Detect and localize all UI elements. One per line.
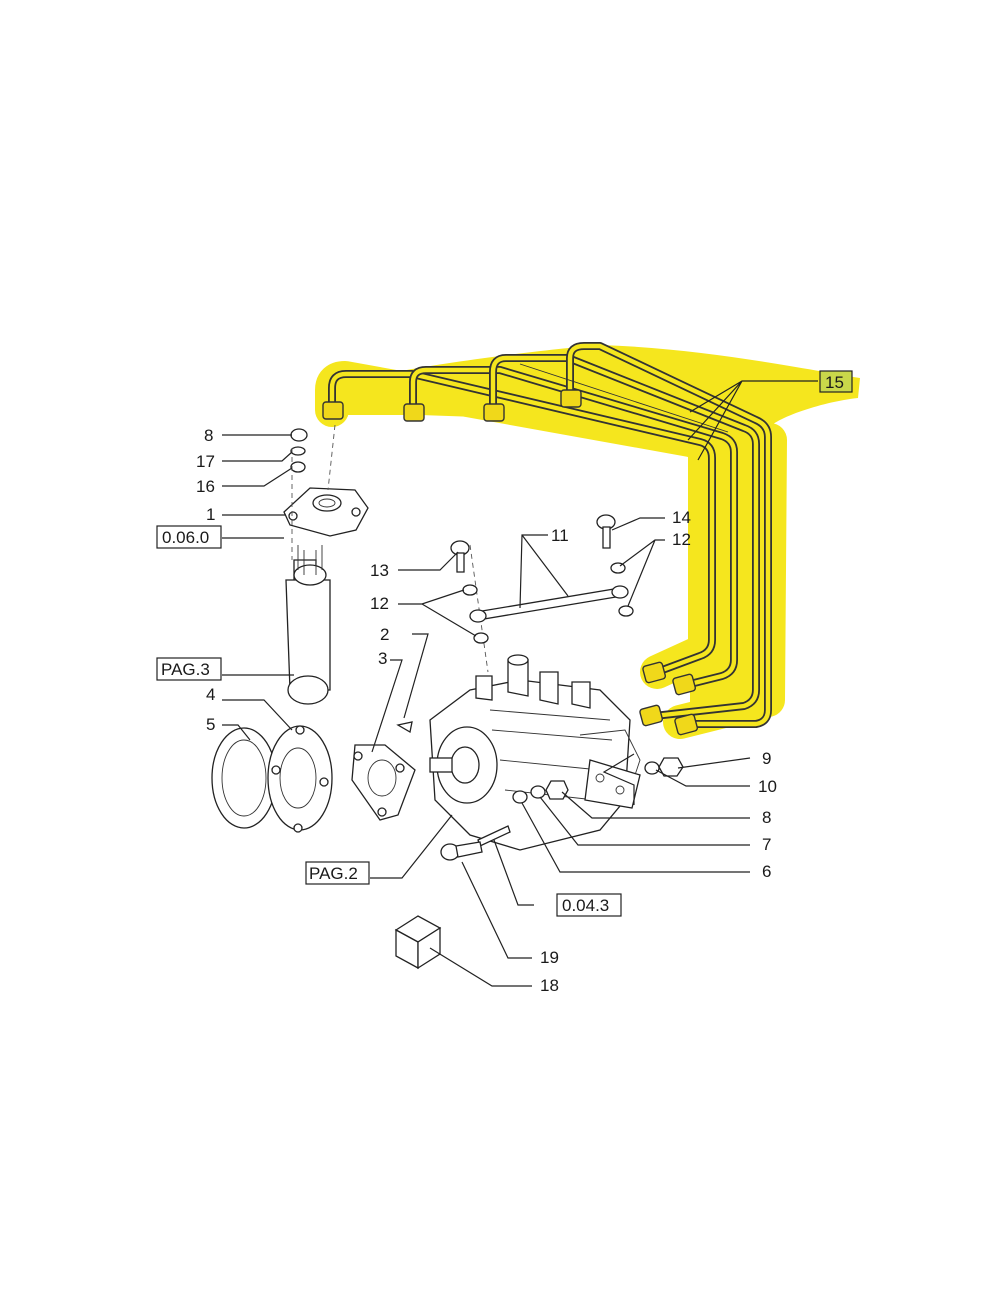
pipe-nut-4 — [560, 389, 582, 408]
fasteners[interactable] — [394, 757, 684, 970]
pipe-nut-8 — [674, 713, 699, 736]
callout-19: 19 — [540, 948, 559, 967]
callout-3: 3 — [378, 649, 387, 668]
pipe-nut-5 — [642, 661, 667, 684]
pipe-nut-3 — [483, 403, 505, 422]
fuel-injection-pipes[interactable] — [322, 342, 772, 736]
callout-17: 17 — [196, 452, 215, 471]
callout-13: 13 — [370, 561, 389, 580]
callout-1: 1 — [206, 505, 215, 524]
callout-7: 7 — [762, 835, 771, 854]
woodruff-key-2 — [396, 721, 413, 734]
ref-pag-2: PAG.2 — [309, 864, 358, 883]
drive-shaft-assembly[interactable] — [283, 424, 369, 705]
callout-9: 9 — [762, 749, 771, 768]
fuel-pipes-highlight — [315, 345, 860, 739]
bracket-11[interactable] — [450, 514, 634, 644]
callout-12-left: 12 — [370, 594, 389, 613]
callout-2: 2 — [380, 625, 389, 644]
ref-0-04-3: 0.04.3 — [562, 896, 609, 915]
callout-8-top: 8 — [204, 426, 213, 445]
callout-12-right: 12 — [672, 530, 691, 549]
callout-10: 10 — [758, 777, 777, 796]
pipe-nut-2 — [403, 403, 425, 422]
pipe-nut-7 — [639, 704, 664, 727]
ref-pag-3: PAG.3 — [161, 660, 210, 679]
callout-14: 14 — [672, 508, 691, 527]
callout-15: 15 — [825, 373, 844, 392]
mounting-plate-3[interactable] — [351, 721, 416, 821]
callout-18: 18 — [540, 976, 559, 995]
leader-lines — [222, 380, 818, 987]
pipe-nut-1 — [322, 401, 344, 420]
callout-5: 5 — [206, 715, 215, 734]
callout-numbers: 8 17 16 1 4 5 2 3 13 12 11 14 12 9 10 8 … — [196, 426, 777, 995]
ref-0-06-0: 0.06.0 — [162, 528, 209, 547]
gasket-assembly[interactable] — [211, 725, 333, 833]
callout-11: 11 — [551, 526, 569, 545]
callout-4: 4 — [206, 685, 215, 704]
callout-16: 16 — [196, 477, 215, 496]
callout-6: 6 — [762, 862, 771, 881]
reference-boxes: 15 0.06.0 PAG.3 PAG.2 0.04.3 — [156, 370, 853, 917]
callout-8-right: 8 — [762, 808, 771, 827]
pipe-nut-6 — [672, 673, 697, 696]
